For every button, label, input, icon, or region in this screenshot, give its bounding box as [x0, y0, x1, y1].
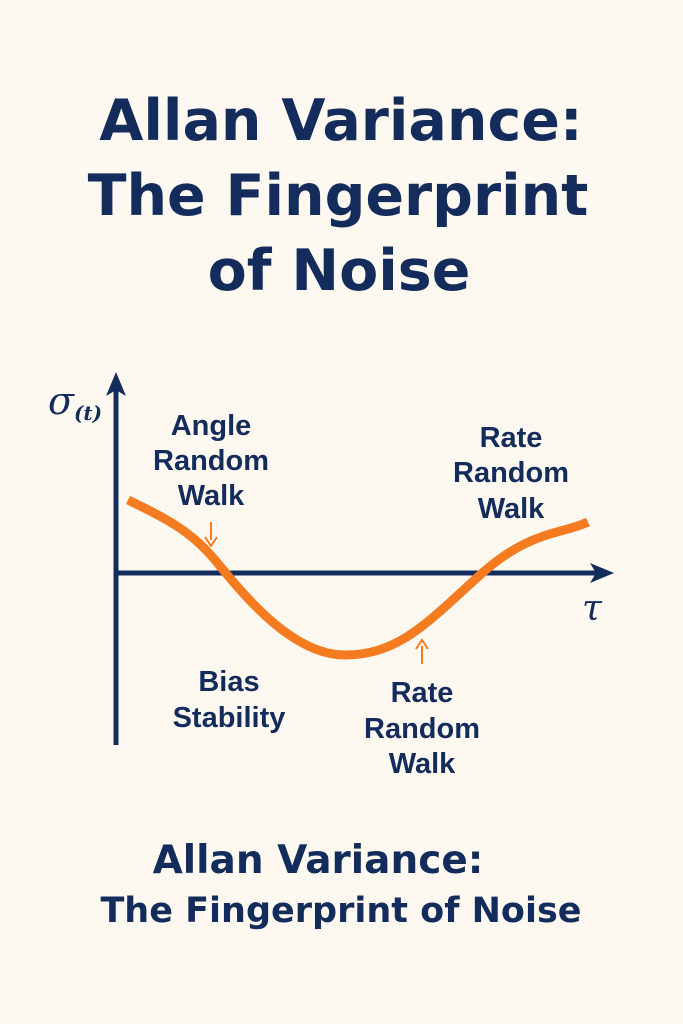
y-axis-arrow-icon	[106, 372, 126, 396]
subtitle-line-2: The Fingerprint of Noise	[100, 891, 581, 931]
title-line-1: Allan Variance:	[99, 88, 582, 154]
down-arrow-icon	[204, 522, 218, 548]
title-line-3: of Noise	[208, 238, 471, 304]
svg-text:Angle: Angle	[171, 410, 252, 442]
svg-text:Random: Random	[364, 713, 480, 745]
svg-text:Random: Random	[453, 457, 569, 489]
x-axis-arrow-icon	[590, 563, 614, 583]
subtitle-line-1: Allan Variance:	[153, 838, 484, 883]
svg-text:Walk: Walk	[389, 748, 456, 780]
angle-random-walk-label: Angle Random Walk	[153, 410, 269, 512]
allan-deviation-curve	[126, 495, 590, 660]
x-axis-label: τ	[582, 588, 603, 629]
svg-text:Stability: Stability	[173, 702, 286, 734]
bias-stability-label: Bias Stability	[173, 666, 286, 734]
svg-text:Random: Random	[153, 445, 269, 477]
title-line-2: The Fingerprint	[88, 163, 589, 229]
svg-text:Walk: Walk	[178, 480, 245, 512]
up-arrow-icon	[415, 638, 429, 664]
svg-text:Rate: Rate	[391, 677, 454, 709]
rate-random-walk-bottom-label: Rate Random Walk	[364, 677, 480, 780]
y-axis-label: σ(t)	[48, 379, 102, 425]
svg-text:Walk: Walk	[478, 493, 545, 525]
svg-text:Rate: Rate	[480, 422, 543, 454]
svg-text:Bias: Bias	[198, 666, 259, 698]
rate-random-walk-top-label: Rate Random Walk	[453, 422, 569, 525]
